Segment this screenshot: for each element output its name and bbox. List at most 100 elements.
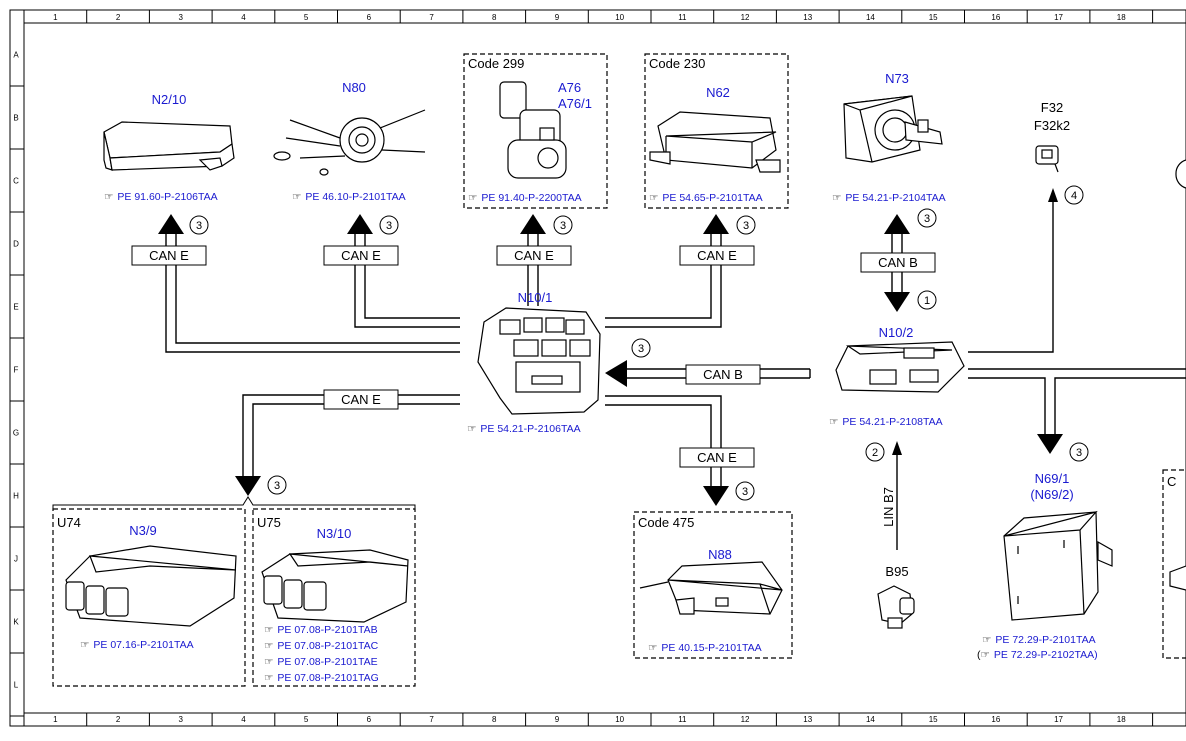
n3-10-ref-1: PE 07.08-P-2101TAB [277,624,377,636]
code-230-box [644,53,789,209]
row-letter: J [14,555,18,564]
hand-icon: ☞ [264,672,273,684]
n10-1-ref: PE 54.21-P-2106TAA [480,423,580,435]
f32k2-label: F32k2 [1034,118,1070,133]
column-number: 17 [1054,715,1063,724]
code-boxes [52,53,1186,687]
svg-text:☞PE 54.65-P-2101TAA: ☞PE 54.65-P-2101TAA [649,192,763,204]
n69-1-ref: PE 72.29-P-2101TAA [995,634,1095,646]
bus-labels: CAN E CAN E CAN E CAN E CAN B CAN B CAN … [131,245,936,527]
hand-icon: ☞ [982,634,991,646]
n3-10-ref-3: PE 07.08-P-2101TAE [277,656,377,668]
svg-text:☞PE 54.21-P-2104TAA: ☞PE 54.21-P-2104TAA [832,192,946,204]
column-number: 15 [929,13,938,22]
row-letter: F [14,366,19,375]
n10-2-module-icon [835,341,965,393]
arrow-lin-to-n10-2 [892,441,902,455]
row-letter: B [13,114,18,123]
n88-label: N88 [708,547,732,562]
column-number: 9 [555,715,560,724]
b95-sensor-icon [877,585,915,629]
n10-2-ref: PE 54.21-P-2108TAA [842,416,942,428]
column-ticks: 1122334455667788991010111112121313141415… [53,10,1154,726]
column-number: 14 [866,13,875,22]
n3-10-label: N3/10 [317,526,352,541]
n73-ref: PE 54.21-P-2104TAA [845,192,945,204]
column-number: 1 [53,13,58,22]
column-number: 17 [1054,13,1063,22]
n2-10-module-icon [103,121,235,171]
n73-ignition-icon [843,95,943,163]
note-4: 4 [1071,190,1077,202]
can-e-box-6 [679,447,755,468]
column-number: 13 [803,715,812,724]
note-3: 3 [742,486,748,498]
note-2: 2 [872,447,878,459]
column-number: 13 [803,13,812,22]
row-letter: C [13,177,19,186]
hand-icon: ☞ [829,416,838,428]
note-3: 3 [1076,447,1082,459]
paren-open: ( [977,649,981,661]
column-number: 6 [367,13,372,22]
lin-b7-label: LIN B7 [881,487,896,527]
arrow-to-a76 [520,214,546,234]
note-3: 3 [196,220,202,232]
column-number: 12 [741,13,750,22]
arrow-to-n88 [703,486,729,506]
arrow-to-n10-1 [605,360,627,387]
hand-icon: ☞ [649,192,658,204]
note-3: 3 [743,220,749,232]
hand-icon: ☞ [648,642,657,654]
n88-ref: PE 40.15-P-2101TAA [661,642,761,654]
n69-2-ref: PE 72.29-P-2102TAA) [994,649,1098,661]
column-number: 2 [116,715,121,724]
u74-label: U74 [57,515,81,530]
n73-label: N73 [885,71,909,86]
a76-tensioner-icon [499,81,567,179]
svg-text:☞PE 07.08-P-2101TAE: ☞PE 07.08-P-2101TAE [264,656,378,668]
row-letter: G [13,429,19,438]
can-e-label-5: CAN E [341,392,381,407]
svg-text:☞PE 07.08-P-2101TAB: ☞PE 07.08-P-2101TAB [264,624,378,636]
column-number: 16 [991,13,1000,22]
row-letter: H [13,492,19,501]
column-number: 12 [741,715,750,724]
arrow-to-n10-2 [884,292,910,312]
n80-switch-icon [273,109,426,176]
column-number: 6 [367,715,372,724]
row-letter: L [14,681,19,690]
can-b-label-2: CAN B [703,367,743,382]
n3-10-ref-4: PE 07.08-P-2101TAG [277,672,378,684]
code-299-box [463,53,608,209]
column-number: 3 [179,13,184,22]
column-number: 10 [615,13,624,22]
n3-9-label: N3/9 [129,523,156,538]
note-3: 3 [924,213,930,225]
svg-text:☞PE 72.29-P-2101TAA: ☞ PE 72.29-P-2101TAA [982,634,1096,646]
n62-label: N62 [706,85,730,100]
can-e-label-2: CAN E [341,248,381,263]
can-e-box-2 [323,245,399,266]
n3-10-ref-2: PE 07.08-P-2101TAC [277,640,378,652]
column-number: 14 [866,715,875,724]
n69-1-module-icon [1003,510,1113,621]
hand-icon: ☞ [80,639,89,651]
can-e-label-4: CAN E [697,248,737,263]
svg-text:☞PE 40.15-P-2101TAA: ☞ PE 40.15-P-2101TAA [648,642,762,654]
svg-text:☞PE 07.16-P-2101TAA: ☞PE 07.16-P-2101TAA [80,639,194,651]
row-letter: D [13,240,19,249]
n3-9-ecu-icon [65,545,237,627]
n62-module-icon [649,111,781,173]
column-number: 4 [241,13,246,22]
column-number: 18 [1117,715,1126,724]
can-b-box-1 [860,252,936,273]
arrow-to-f32 [1048,188,1058,202]
component-drawings [65,81,1186,629]
svg-text:(☞PE 72.29-P-2102TAA): (☞PE 72.29-P-2102TAA) [977,649,1098,661]
svg-text:☞PE 07.08-P-2101TAC: ☞PE 07.08-P-2101TAC [264,640,379,652]
svg-text:☞PE 54.21-P-2106TAA: ☞PE 54.21-P-2106TAA [467,423,581,435]
